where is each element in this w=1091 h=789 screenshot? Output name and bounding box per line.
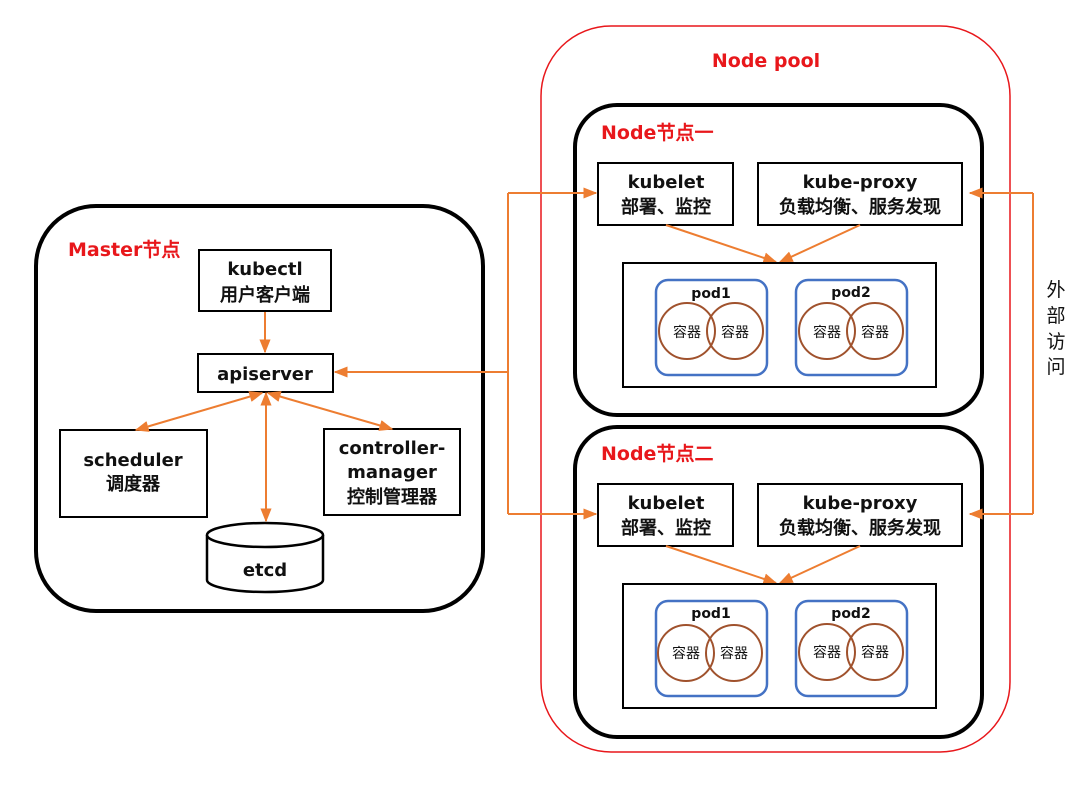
arrow-apiserver-controller	[266, 391, 394, 431]
pod-card: pod1 容器 容器	[654, 278, 769, 377]
external-access-char: 访	[1046, 331, 1065, 353]
arrow-apiserver-scheduler	[134, 391, 264, 432]
external-access-char: 问	[1046, 356, 1065, 378]
container-label: 容器	[672, 645, 700, 662]
arrow-kube-proxy-pods	[778, 545, 861, 584]
node-one: Node节点一 kubelet 部署、监控 kube-proxy 负载均衡、服务…	[573, 103, 984, 417]
kube-proxy-sublabel: 负载均衡、服务发现	[779, 196, 941, 218]
container-circle	[798, 302, 856, 360]
container-label: 容器	[861, 644, 889, 661]
scheduler-label: scheduler	[83, 450, 182, 471]
arrow-kubelet-pods	[665, 224, 778, 264]
arrow-kubelet-pods	[665, 545, 778, 585]
etcd-database: etcd	[205, 521, 325, 594]
container-label: 容器	[861, 324, 889, 341]
container-circle	[846, 302, 904, 360]
kubectl-sublabel: 用户客户端	[220, 284, 310, 306]
kubectl-label: kubectl	[227, 259, 302, 280]
kubectl-box: kubectl 用户客户端	[198, 249, 332, 312]
kubelet-box: kubelet 部署、监控	[597, 483, 734, 547]
kube-proxy-box: kube-proxy 负载均衡、服务发现	[757, 483, 963, 547]
kubelet-label: kubelet	[628, 172, 705, 193]
container-circle	[798, 623, 856, 681]
container-label: 容器	[721, 324, 749, 341]
node-pool-frame	[540, 25, 1011, 753]
external-access-connectors: 外 部 访 问	[968, 187, 1072, 520]
apiserver-label: apiserver	[217, 364, 313, 385]
controller-manager-box: controller- manager 控制管理器	[323, 428, 461, 516]
node-pool-title: Node pool	[712, 50, 820, 72]
container-circle	[658, 302, 716, 360]
node-pool: Node pool	[540, 25, 1011, 753]
node-two-title: Node节点二	[601, 443, 713, 465]
pod-card: pod2 容器 容器	[794, 278, 909, 377]
pod-name: pod1	[691, 286, 730, 302]
pod-card: pod2 容器 容器	[794, 599, 909, 698]
container-circle	[706, 302, 764, 360]
apiserver-kubelet-connectors	[333, 187, 598, 520]
kubelet-label: kubelet	[628, 493, 705, 514]
external-access-label-bg	[1040, 272, 1072, 378]
master-node-title: Master节点	[68, 239, 180, 261]
kubelet-box: kubelet 部署、监控	[597, 162, 734, 226]
pod-name: pod2	[831, 285, 870, 301]
kube-proxy-label: kube-proxy	[803, 493, 918, 514]
pod-name: pod2	[831, 606, 870, 622]
container-label: 容器	[720, 645, 748, 662]
container-circle	[846, 623, 904, 681]
kube-proxy-sublabel: 负载均衡、服务发现	[779, 517, 941, 539]
container-label: 容器	[813, 324, 841, 341]
arrow-kube-proxy-pods	[778, 224, 861, 263]
master-node: Master节点 kubectl 用户客户端 apiserver schedul…	[34, 204, 485, 613]
kube-proxy-label: kube-proxy	[803, 172, 918, 193]
controller-manager-label-1: controller-	[339, 438, 446, 459]
node-one-title: Node节点一	[601, 122, 713, 144]
container-label: 容器	[813, 644, 841, 661]
node-two: Node节点二 kubelet 部署、监控 kube-proxy 负载均衡、服务…	[573, 425, 984, 739]
controller-manager-label-2: manager	[347, 462, 437, 483]
scheduler-box: scheduler 调度器	[59, 429, 208, 518]
etcd-label: etcd	[243, 560, 287, 581]
apiserver-box: apiserver	[197, 353, 334, 393]
pod-name: pod1	[691, 606, 730, 622]
container-circle	[657, 624, 715, 682]
kubelet-sublabel: 部署、监控	[621, 517, 711, 539]
container-circle	[705, 624, 763, 682]
scheduler-sublabel: 调度器	[106, 473, 161, 495]
pod-card: pod1 容器 容器	[654, 599, 769, 698]
external-access-char: 部	[1046, 305, 1065, 327]
controller-manager-label-3: 控制管理器	[347, 486, 438, 508]
external-access-char: 外	[1046, 279, 1065, 301]
kube-proxy-box: kube-proxy 负载均衡、服务发现	[757, 162, 963, 226]
container-label: 容器	[673, 324, 701, 341]
kubelet-sublabel: 部署、监控	[621, 196, 711, 218]
